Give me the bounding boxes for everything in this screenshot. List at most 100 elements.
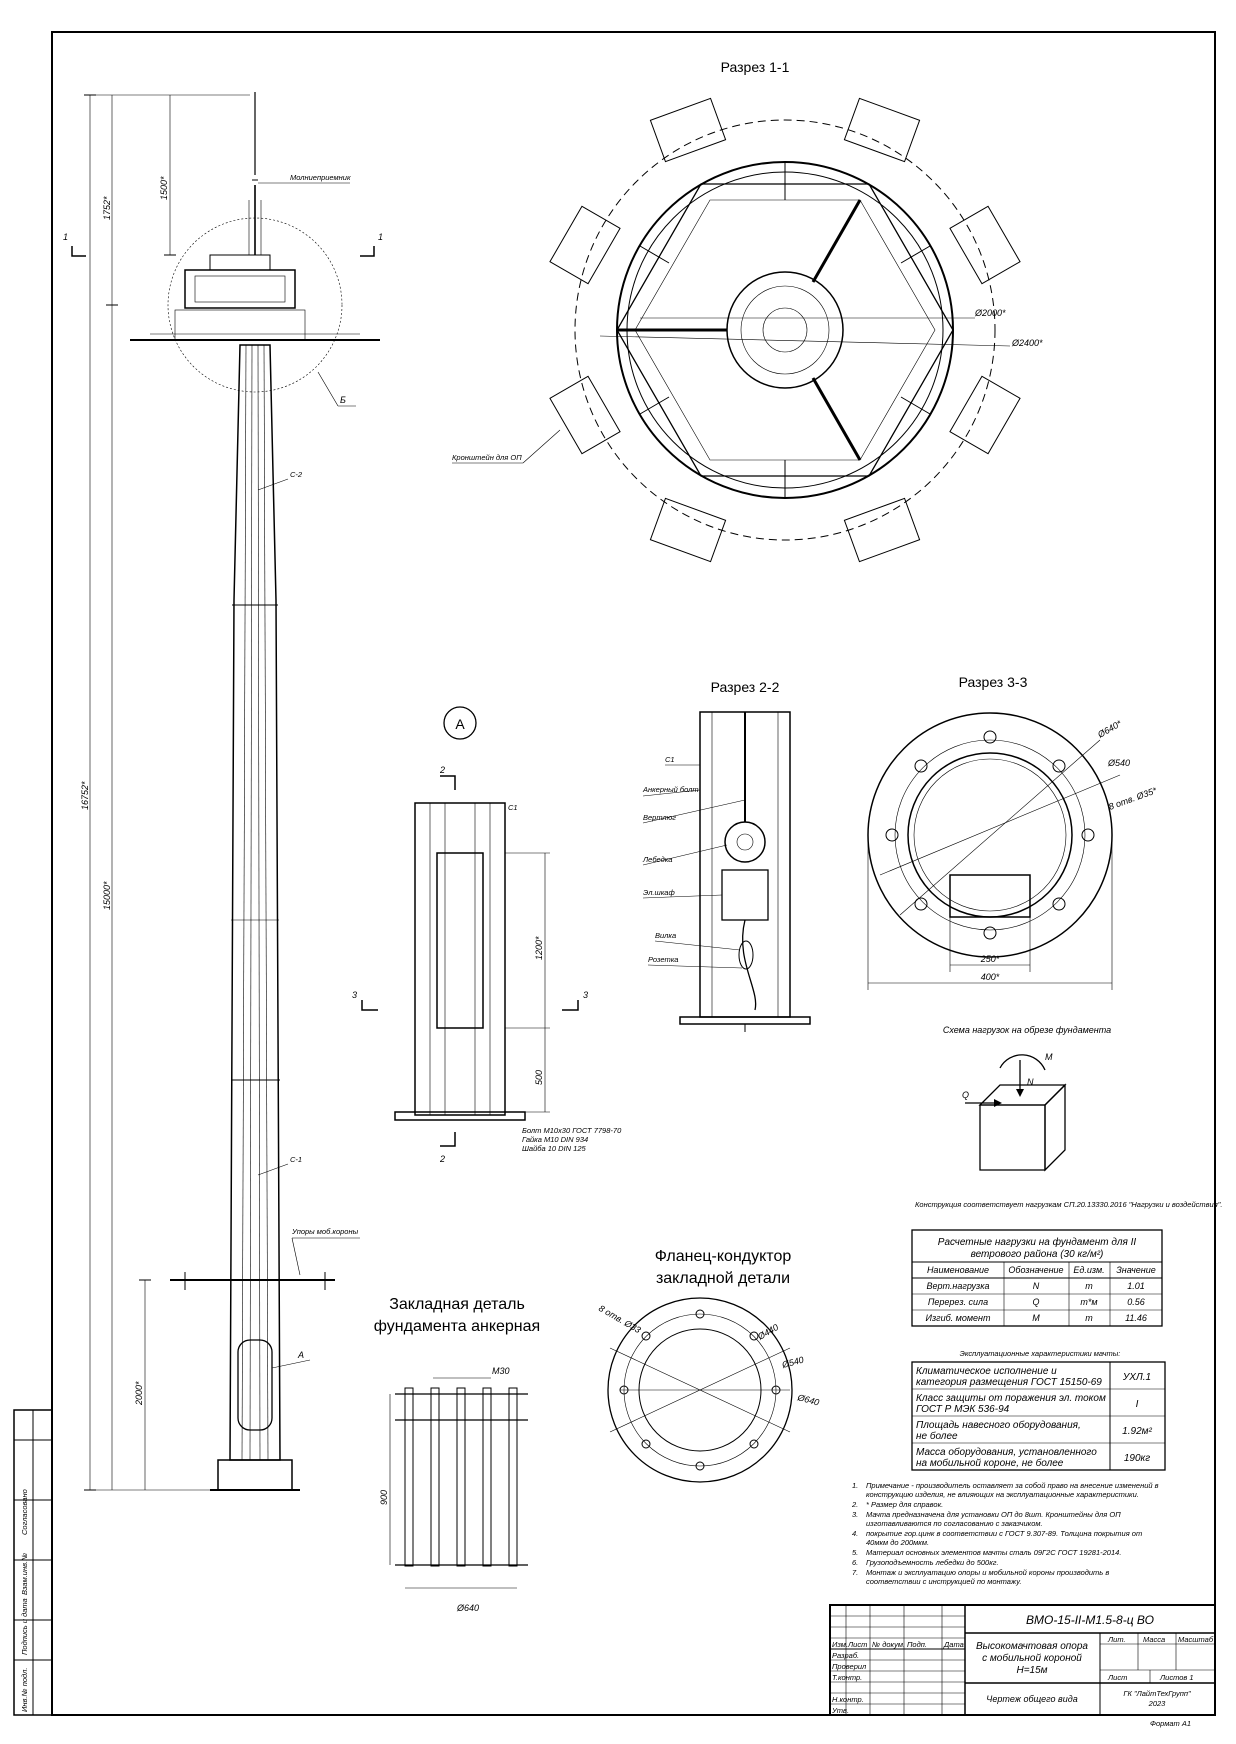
exploit-value: 1.92м² (1122, 1426, 1152, 1437)
exploit-cell: ГОСТ Р МЭК 536-94 (916, 1404, 1010, 1415)
conformity-note: Конструкция соответствует нагрузкам СП.2… (915, 1200, 1222, 1209)
c1-label-22: С1 (665, 755, 675, 764)
section-3-3-title: Разрез 3-3 (959, 674, 1028, 690)
sec33-holes: 8 отв. Ø35* (1107, 785, 1158, 812)
loads-header: Ед.изм. (1073, 1265, 1104, 1275)
mast-shaft (229, 344, 281, 1461)
note-num: 5. (852, 1548, 858, 1557)
tb-col-head: Дата (943, 1640, 964, 1649)
cut2-top-label: 2 (439, 765, 445, 775)
drawing-name-1: Высокомачтовая опора (976, 1641, 1088, 1652)
exploit-table: Эксплуатационные характеристики мачты: К… (911, 1349, 1166, 1471)
bolt-spec-2: Гайка М10 DIN 934 (522, 1135, 588, 1144)
anchor-bolt-label: Анкерный болт (642, 785, 699, 794)
dia-2400-label: Ø2400* (1011, 338, 1043, 348)
loads-header: Наименование (927, 1265, 989, 1275)
section-3-3: Разрез 3-3 250* 400* Ø640* Ø540 8 отв. Ø… (867, 674, 1158, 990)
tb-col-head: № докум. (872, 1640, 905, 1649)
winch-label: Лебедка (642, 855, 672, 864)
flange-title-2: закладной детали (656, 1270, 790, 1287)
dim-1200: 1200* (534, 936, 544, 960)
note-num: 1. (852, 1481, 858, 1490)
loads-scheme-title: Схема нагрузок на обрезе фундамента (943, 1025, 1111, 1035)
loads-cell: N (1033, 1281, 1040, 1291)
node-b-label: Б (340, 395, 346, 405)
dim-16752: 16752* (80, 781, 90, 810)
bolt-spec-1: Болт М10х30 ГОСТ 7798-70 (522, 1126, 622, 1135)
load-m-symbol: M (1045, 1052, 1053, 1062)
loads-cell: Q (1032, 1297, 1039, 1307)
width-250: 250* (980, 954, 1000, 964)
tb-col-head: Подп. (907, 1640, 927, 1649)
sec33-dia-640: Ø640* (1095, 718, 1123, 740)
note-line: изготавливаются по согласованию с заказч… (866, 1519, 1043, 1528)
tb-sheets-label: Листов 1 (1159, 1673, 1194, 1682)
exploit-cell: Климатическое исполнение и (916, 1366, 1057, 1377)
sheet-format: Формат А1 (1150, 1719, 1191, 1728)
note-line: Примечание - производитель оставляет за … (866, 1481, 1159, 1490)
loads-scheme: Схема нагрузок на обрезе фундамента M N … (943, 1025, 1111, 1172)
tb-role: Утв. (831, 1706, 849, 1715)
flange-title-1: Фланец-кондуктор (655, 1248, 792, 1265)
loads-caption-1: Расчетные нагрузки на фундамент для II (938, 1236, 1137, 1248)
dim-1500: 1500* (159, 176, 169, 200)
loads-cell: M (1032, 1313, 1040, 1323)
section-1-1: Разрез 1-1 Ø2000* Ø2400* (452, 59, 1043, 563)
note-num: 7. (852, 1568, 858, 1577)
view-a-marker: А (455, 716, 465, 732)
sheet-frame: Инв.№ подл. Подпись и дата Взам.инв.№ Со… (13, 31, 1216, 1716)
tb-role: Н.контр. (832, 1695, 864, 1704)
tb-col-head: Лист (847, 1640, 867, 1649)
width-400: 400* (981, 972, 1000, 982)
bolt-holes-33 (885, 730, 1095, 940)
cut1-right-label: 1 (378, 232, 383, 242)
dim-500: 500 (534, 1070, 544, 1085)
cabinet-label: Эл.шкаф (643, 888, 675, 897)
note-line: конструкцию изделия, не влияющих на эксп… (866, 1490, 1139, 1499)
side-stamp-sign: Подпись и дата (20, 1598, 29, 1655)
exploit-cell: не более (916, 1430, 958, 1442)
note-line: Материал основных элементов мачты сталь … (866, 1548, 1121, 1557)
exploit-value: УХЛ.1 (1122, 1372, 1151, 1383)
section-2-2-title: Разрез 2-2 (711, 679, 780, 695)
anchor-dia-640: Ø640 (456, 1603, 479, 1613)
loads-cell: Перерез. сила (928, 1297, 988, 1307)
note-num: 4. (852, 1529, 858, 1538)
cut1-left-label: 1 (63, 232, 68, 242)
dia-2000-label: Ø2000* (974, 308, 1006, 318)
note-line: Мачта предназначена для установки ОП до … (866, 1510, 1121, 1519)
anchor-title-1: Закладная деталь (389, 1296, 525, 1313)
exploit-caption: Эксплуатационные характеристики мачты: (960, 1349, 1121, 1358)
flange-dia-640: Ø640 (796, 1392, 821, 1408)
section-1-1-title: Разрез 1-1 (721, 59, 790, 75)
view-a-pointer: А (297, 1350, 304, 1360)
anchor-m30-label: М30 (492, 1366, 510, 1376)
note-line: * Размер для справок. (866, 1500, 943, 1509)
cut3-left-label: 3 (352, 990, 357, 1000)
title-block: Изм. Лист № докум. Подп. Дата Разраб. Пр… (829, 1604, 1216, 1728)
exploit-cell: на мобильной короне, не более (916, 1457, 1064, 1469)
section-c2-label: С-2 (290, 470, 303, 479)
loads-header: Значение (1116, 1265, 1156, 1275)
note-line: покрытие гор.цинк в соответствии с ГОСТ … (866, 1529, 1142, 1538)
section-c1-label: С-1 (290, 1155, 302, 1164)
cut2-bottom-label: 2 (439, 1154, 445, 1164)
exploit-cell: Площадь навесного оборудования, (916, 1419, 1081, 1431)
tb-lit-head: Лит. (1107, 1635, 1126, 1644)
drawing-name-2: с мобильной короной (982, 1652, 1082, 1664)
loads-cell: 11.46 (1125, 1313, 1147, 1323)
dim-1752: 1752* (102, 196, 112, 220)
loads-header: Обозначение (1008, 1265, 1063, 1275)
loads-cell: 0.56 (1127, 1297, 1145, 1307)
anchor-title-2: фундамента анкерная (374, 1318, 540, 1335)
dim-15000: 15000* (102, 881, 112, 910)
note-num: 3. (852, 1510, 858, 1519)
loads-cell: 1.01 (1127, 1281, 1145, 1291)
drawing-code: ВМО-15-II-М1.5-8-ц ВО (1026, 1613, 1154, 1627)
side-stamp-agreed: Согласовано (20, 1489, 29, 1535)
org-year: 2023 (1148, 1699, 1167, 1708)
flange-dia-540: Ø540 (780, 1355, 805, 1371)
tb-col-head: Изм. (832, 1640, 848, 1649)
note-line: Монтаж и эксплуатацию опоры и мобильной … (866, 1568, 1109, 1577)
